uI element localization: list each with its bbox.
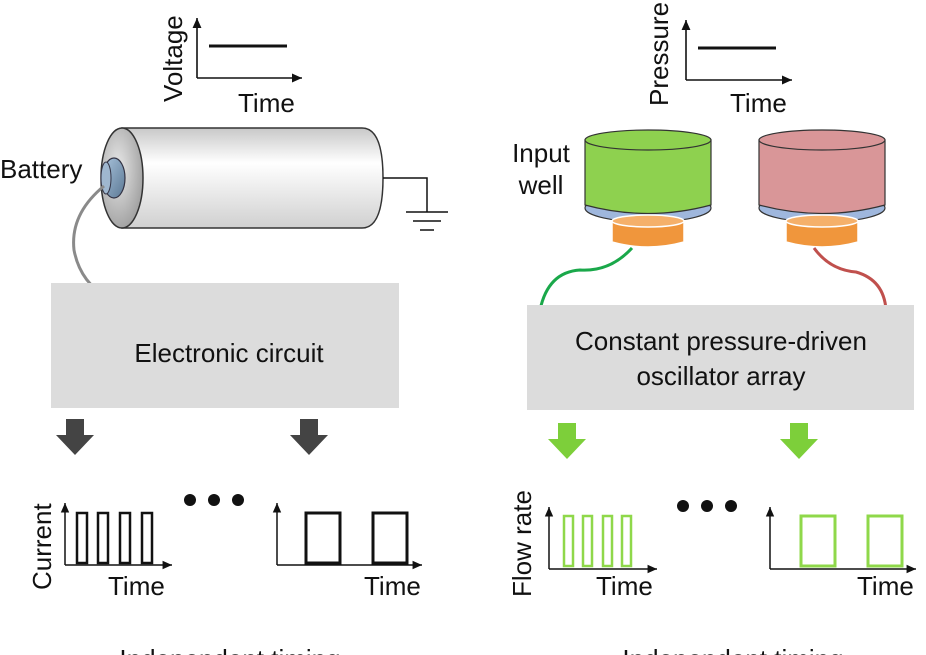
oscillator-array-label-line2: oscillator array xyxy=(636,361,805,391)
electronic-circuit-rect xyxy=(51,283,399,408)
red-well-body xyxy=(758,139,886,215)
flow-slow-time-label: Time xyxy=(857,571,914,601)
pressure-axis-label: Pressure xyxy=(644,2,674,106)
red-well-top xyxy=(758,129,886,151)
red-oscillator-top xyxy=(785,214,859,228)
ellipsis-left xyxy=(184,494,244,506)
green-well-body xyxy=(584,139,712,215)
flow-fast-pulse-3 xyxy=(601,514,614,568)
oscillator-array-label-line1: Constant pressure-driven xyxy=(575,326,867,356)
current-fast-pulse-1 xyxy=(75,511,89,565)
battery-wire xyxy=(72,184,109,300)
current-fast-plot: Current Time xyxy=(27,503,172,601)
ellipsis-dot xyxy=(677,500,689,512)
flow-slow-pulse-2 xyxy=(866,514,904,568)
flow-rate-fast-plot: Flow rate Time xyxy=(507,490,657,601)
input-well-label-line1: Input xyxy=(512,138,571,168)
down-arrow-right-1 xyxy=(548,423,586,459)
current-fast-time-label: Time xyxy=(108,571,165,601)
red-oscillator xyxy=(785,220,859,248)
battery-label: Battery xyxy=(0,154,82,184)
flow-rate-axis-label: Flow rate xyxy=(507,490,537,597)
pressure-time-plot: Pressure Time xyxy=(644,2,792,118)
pressure-time-label: Time xyxy=(730,88,787,118)
flow-slow-pulse-1 xyxy=(799,514,837,568)
left-bottom-caption: Independent timing xyxy=(119,644,340,655)
voltage-time-plot: Voltage Time xyxy=(158,15,302,118)
input-well-red xyxy=(758,129,888,311)
input-well-green xyxy=(538,129,712,311)
current-slow-pulse-2 xyxy=(371,511,409,565)
oscillator-array-box: Constant pressure-driven oscillator arra… xyxy=(527,305,914,410)
flow-fast-pulse-4 xyxy=(620,514,633,568)
green-oscillator xyxy=(611,220,685,248)
flow-fast-pulse-2 xyxy=(581,514,594,568)
battery: Battery xyxy=(0,127,448,300)
ellipsis-dot xyxy=(232,494,244,506)
down-arrow-left-1 xyxy=(56,419,94,455)
current-slow-pulse-1 xyxy=(304,511,342,565)
current-fast-pulse-3 xyxy=(118,511,132,565)
flow-fast-time-label: Time xyxy=(596,571,653,601)
red-wire xyxy=(812,247,888,311)
oscillator-array-rect xyxy=(527,305,914,410)
electronic-circuit-box: Electronic circuit xyxy=(51,283,399,408)
ellipsis-dot xyxy=(184,494,196,506)
current-axis-label: Current xyxy=(27,503,57,590)
ellipsis-dot xyxy=(208,494,220,506)
current-slow-plot: Time xyxy=(272,503,422,601)
ground-wire xyxy=(383,177,428,212)
flow-fast-pulse-1 xyxy=(562,514,575,568)
down-arrow-left-2 xyxy=(290,419,328,455)
battery-body xyxy=(121,127,384,229)
green-wire xyxy=(538,246,634,311)
current-fast-pulse-4 xyxy=(140,511,154,565)
current-slow-time-label: Time xyxy=(364,571,421,601)
voltage-time-label: Time xyxy=(238,88,295,118)
ellipsis-dot xyxy=(725,500,737,512)
green-well-top xyxy=(584,129,712,151)
current-fast-pulse-2 xyxy=(96,511,110,565)
input-well-label-line2: well xyxy=(518,170,564,200)
ellipsis-dot xyxy=(701,500,713,512)
down-arrow-right-2 xyxy=(780,423,818,459)
electronic-circuit-label: Electronic circuit xyxy=(134,338,324,368)
right-bottom-caption: Independent timing xyxy=(622,644,843,655)
voltage-axis-label: Voltage xyxy=(158,15,188,102)
flow-rate-slow-plot: Time xyxy=(765,507,916,601)
ellipsis-right xyxy=(677,500,737,512)
green-oscillator-top xyxy=(611,214,685,228)
